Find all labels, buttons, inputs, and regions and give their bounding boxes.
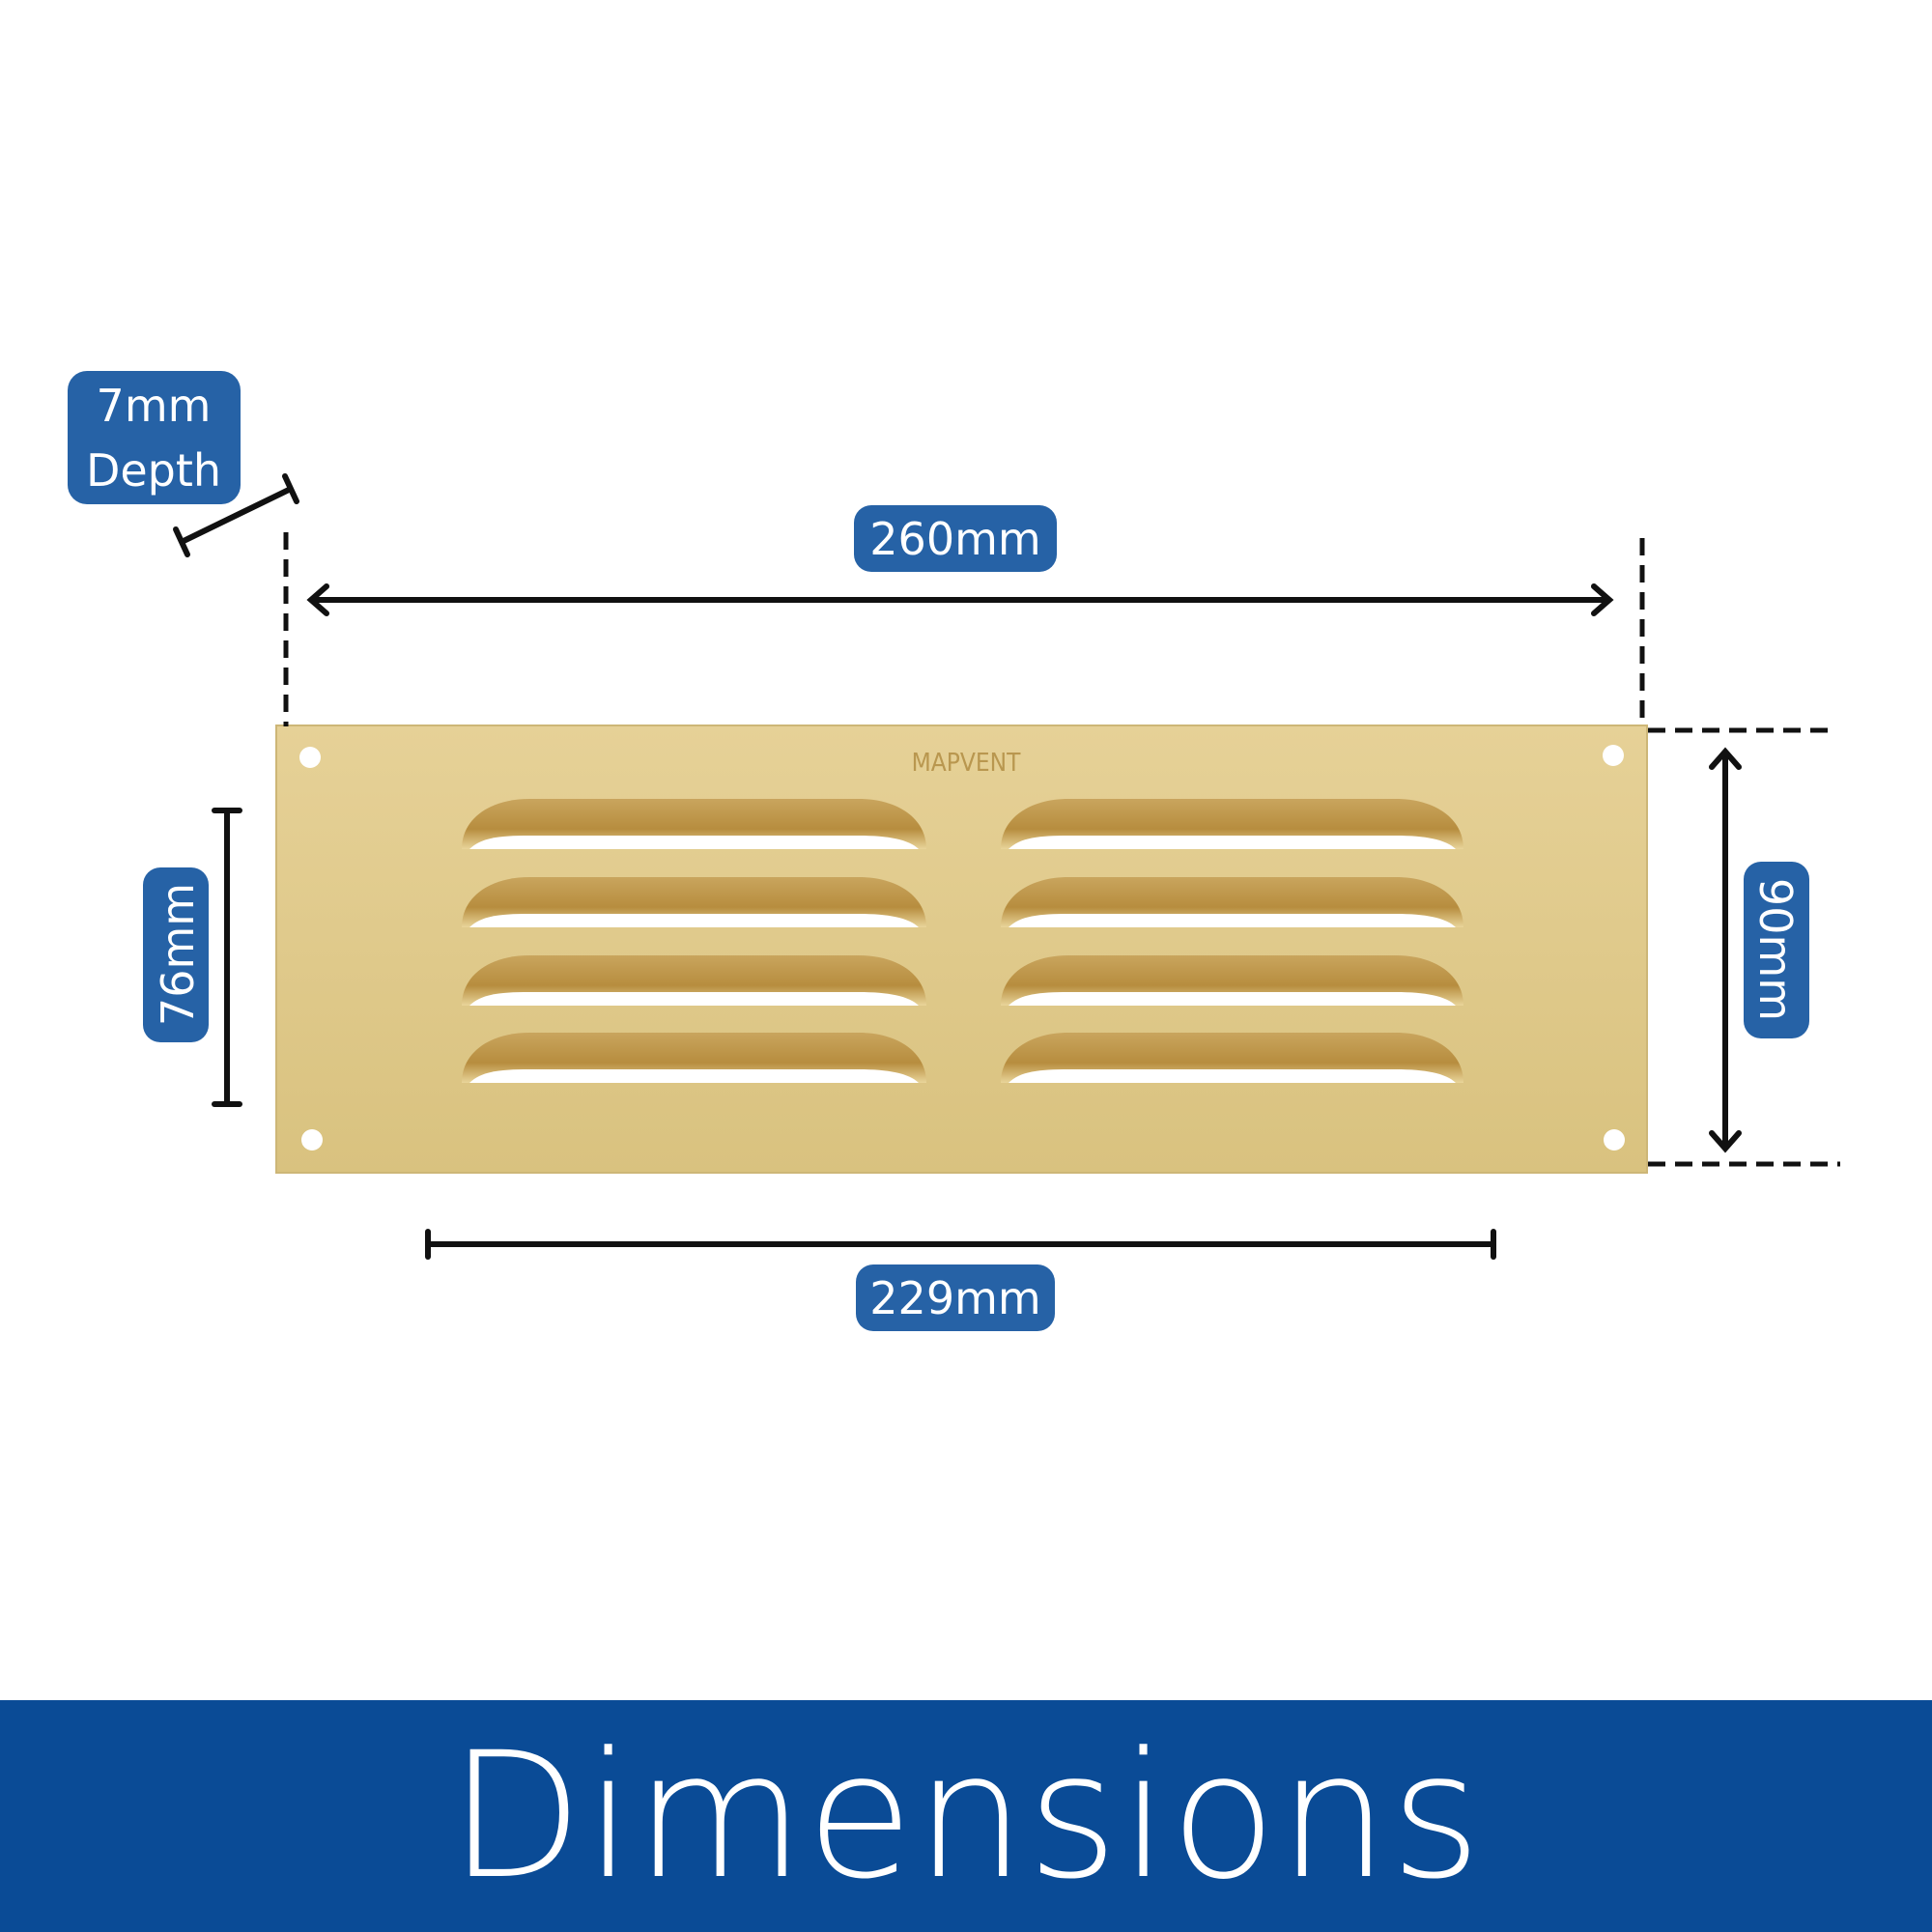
louvre-opening bbox=[1009, 836, 1456, 849]
logo-mapvent: MAPVENT bbox=[912, 749, 1022, 778]
width-260-label: 260mm bbox=[869, 513, 1040, 565]
depth-dimension: 7mm Depth bbox=[68, 371, 299, 557]
overall-height-dimension: 90mm bbox=[1648, 727, 1840, 1167]
hole-spacing-horizontal-dimension: 229mm bbox=[425, 1229, 1496, 1331]
screw-hole bbox=[299, 747, 321, 768]
louvre-opening bbox=[469, 836, 919, 849]
width-229-label: 229mm bbox=[869, 1272, 1040, 1324]
louvre-opening bbox=[1009, 1069, 1456, 1083]
hole-spacing-vertical-dimension: 76mm bbox=[143, 808, 242, 1107]
title-banner: Dimensions bbox=[0, 1700, 1932, 1932]
louvre-opening bbox=[469, 914, 919, 927]
louvre-opening bbox=[1009, 992, 1456, 1006]
louvre-opening bbox=[469, 992, 919, 1006]
overall-width-dimension: 260mm bbox=[283, 505, 1645, 726]
height-90-label: 90mm bbox=[1749, 878, 1802, 1021]
louvre-opening bbox=[1009, 914, 1456, 927]
louvre-opening bbox=[469, 1069, 919, 1083]
height-76-label: 76mm bbox=[152, 883, 204, 1026]
screw-hole bbox=[1604, 1129, 1625, 1151]
louvre-slots bbox=[462, 799, 1463, 1083]
screw-hole bbox=[301, 1129, 323, 1151]
depth-value-label: 7mm bbox=[97, 380, 212, 432]
vent-plate: MAPVENT bbox=[275, 724, 1648, 1174]
depth-text-label: Depth bbox=[86, 444, 221, 497]
screw-hole bbox=[1603, 745, 1624, 766]
banner-title: Dimensions bbox=[448, 1715, 1484, 1918]
